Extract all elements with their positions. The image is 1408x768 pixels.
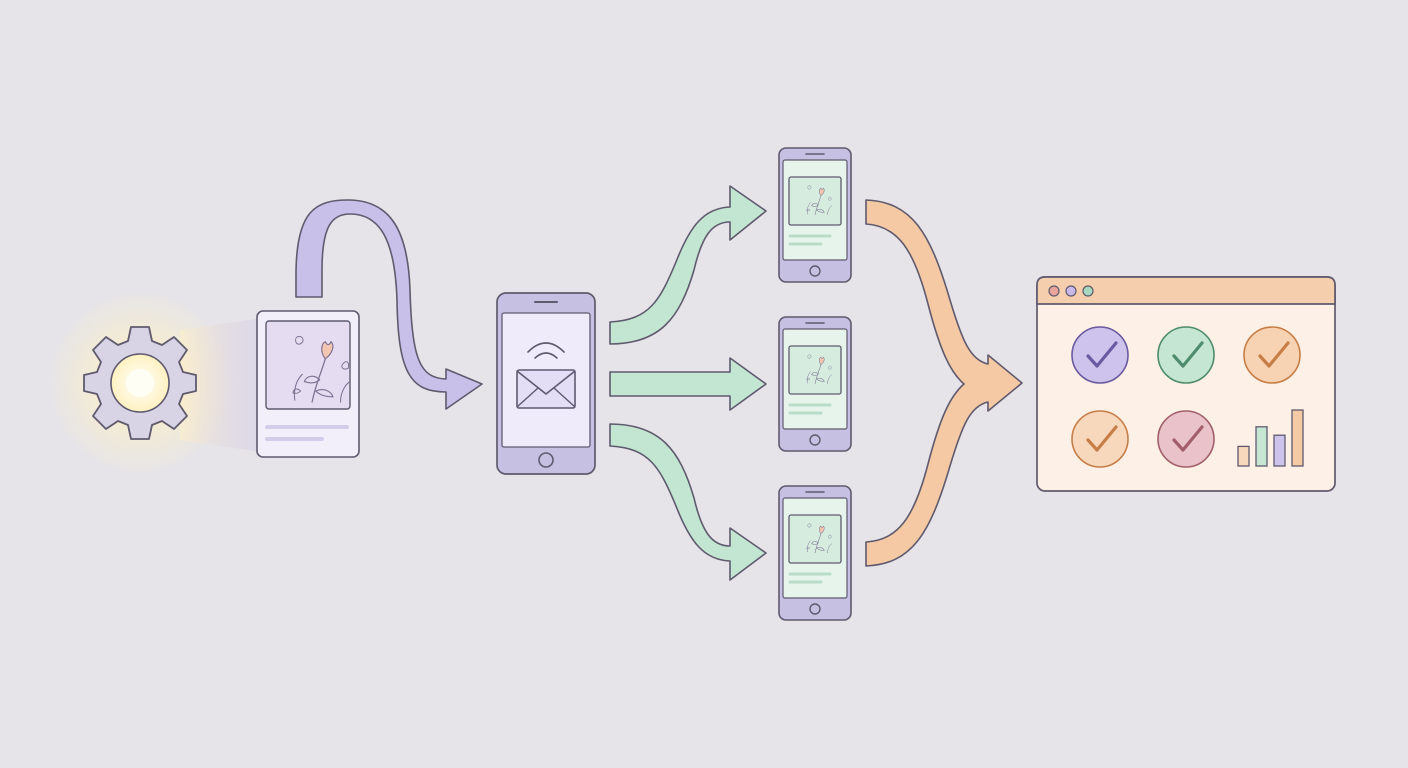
recipient-phone-1 (779, 148, 851, 282)
sending-phone (496, 292, 596, 475)
check-circle-icon (1071, 326, 1129, 384)
bar-chart-icon (1237, 409, 1304, 467)
gear-icon (83, 326, 197, 440)
check-circle-icon (1157, 410, 1215, 468)
recipient-phone-3 (779, 486, 851, 620)
green-flow-arrow-bottom (609, 423, 767, 581)
content-card (256, 310, 360, 458)
check-circle-icon (1157, 326, 1215, 384)
bar-chart-bar (1273, 434, 1286, 467)
check-circle-icon (1071, 410, 1129, 468)
bar-chart-bar (1291, 409, 1304, 467)
orange-merge-arrow (865, 199, 1023, 567)
bar-chart-bar (1255, 426, 1268, 467)
recipient-phone-2 (779, 317, 851, 451)
settings-gear (48, 291, 262, 475)
green-flow-arrow-top (609, 185, 767, 345)
check-circles (1071, 326, 1301, 468)
envelope-wireless-icon (516, 342, 576, 409)
bar-chart-bar (1237, 445, 1250, 467)
check-circle-icon (1243, 326, 1301, 384)
window-controls (1048, 285, 1094, 297)
green-flow-arrow-middle (609, 357, 767, 411)
purple-flow-arrow (295, 199, 483, 410)
results-dashboard (1036, 276, 1336, 492)
